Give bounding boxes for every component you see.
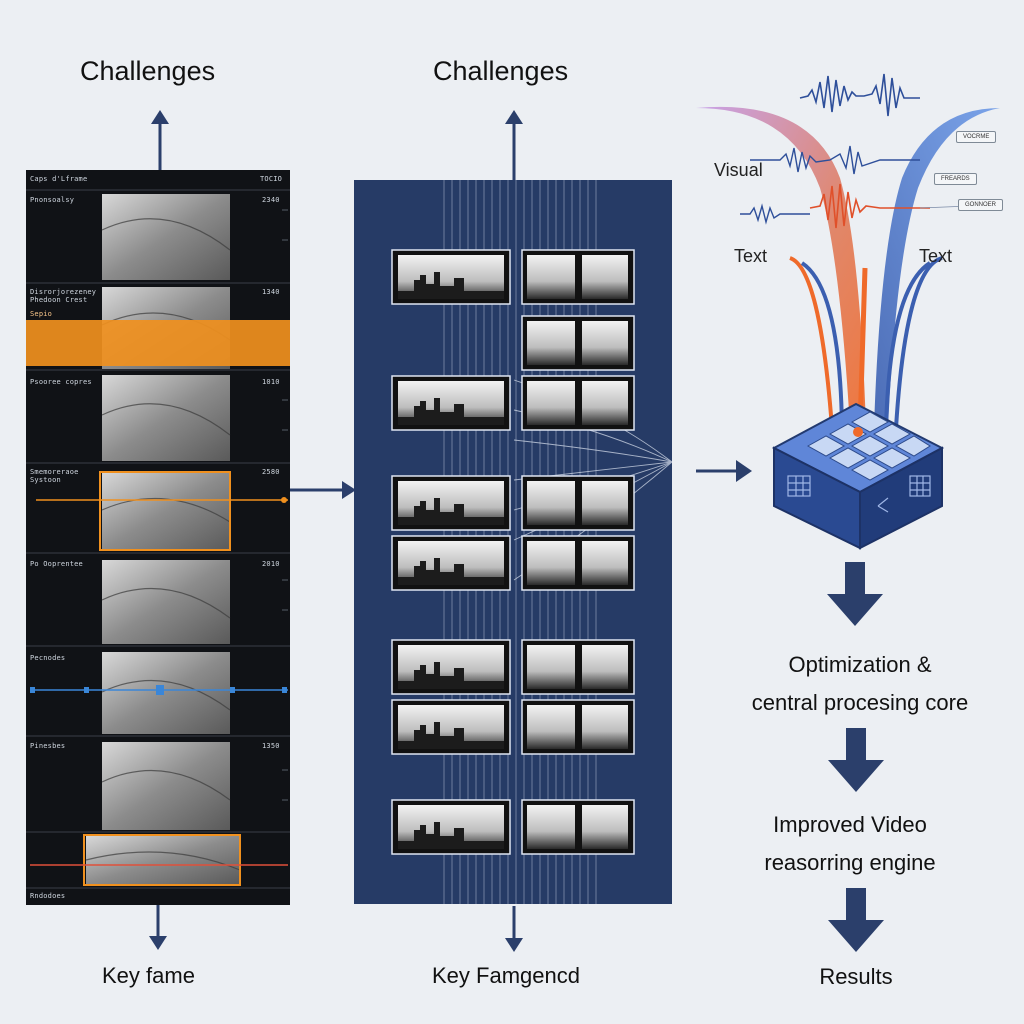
middle-column-heading: Challenges (433, 56, 569, 86)
strip-row-label: Psooree copres (30, 378, 92, 386)
keyframe-strip: Caps d'Lframe TOCIO Pnonsoalsy 2340 Disr… (26, 170, 290, 905)
panel-graphic (391, 180, 672, 904)
core-to-step-arrow (827, 562, 883, 626)
strip-header-right: TOCIO (260, 175, 283, 183)
step-results: Results (819, 964, 893, 989)
text-input-left-label: Text (734, 246, 768, 266)
strip-row-label: Pecnodes (30, 654, 66, 662)
step-arrow (828, 888, 884, 952)
keyframe-selection-panel (354, 180, 672, 904)
strip-row-value: 1340 (262, 288, 280, 296)
strip-row-value: 2010 (262, 560, 280, 568)
middle-up-arrow (505, 110, 523, 182)
visual-input-label: Visual (714, 160, 763, 180)
left-column-heading: Challenges (80, 56, 216, 86)
strip-row-value: 2580 (262, 468, 280, 476)
strip-graphic (26, 189, 290, 889)
strip-row-value: 1350 (262, 742, 280, 750)
left-down-arrow (149, 902, 167, 950)
step-arrow (828, 728, 884, 792)
strip-row-value: 2340 (262, 196, 280, 204)
middle-column-caption: Key Famgencd (432, 963, 580, 988)
strip-row-label: Sepio (30, 310, 53, 318)
step-optimization: Optimization & central procesing core (751, 652, 969, 715)
speech-bubble: FREARDS (934, 173, 977, 185)
strip-row-value: 1010 (262, 378, 280, 386)
strip-to-panel-arrow (290, 481, 356, 499)
middle-down-arrow (505, 906, 523, 952)
multimodal-streams (696, 73, 1000, 429)
strip-row-label: Smemoreraoe Systoon (30, 468, 79, 484)
text-input-right-label: Text (919, 246, 953, 266)
strip-header-left: Caps d'Lframe (30, 175, 88, 183)
left-up-arrow (151, 110, 169, 178)
strip-footer: Rndodoes (30, 892, 66, 900)
speech-bubble: GONNOER (958, 199, 1004, 211)
strip-row-label: Pnonsoalsy (30, 196, 75, 204)
step-reasoning-engine: Improved Video reasorring engine (764, 812, 936, 875)
panel-to-core-arrow (696, 460, 752, 482)
left-column-caption: Key fame (102, 963, 195, 988)
strip-row-label: Disrorjorezeney Phedoon Crest (30, 288, 97, 304)
speech-bubble: VOCRME (956, 131, 997, 143)
processing-core-cube (771, 402, 945, 550)
strip-row-label: Po Ooprentee (30, 560, 83, 568)
strip-row-label: Pinesbes (30, 742, 66, 750)
